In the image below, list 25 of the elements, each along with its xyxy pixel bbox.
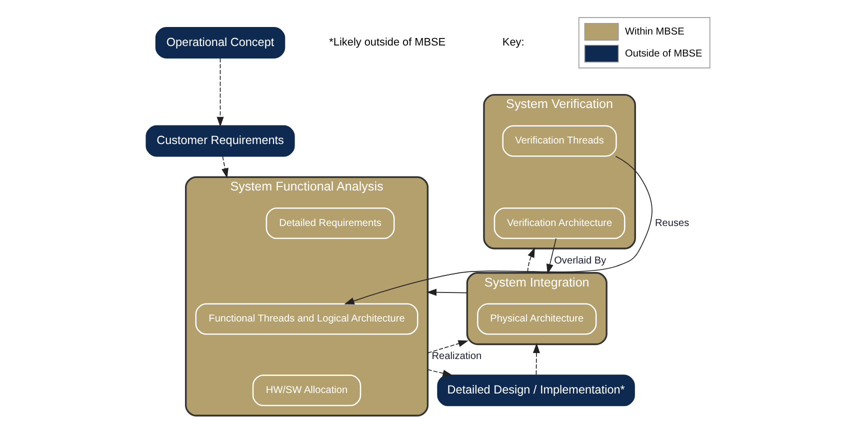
arrow: [532, 342, 540, 376]
edge-label: Overlaid By: [554, 255, 606, 266]
arrow: [426, 369, 452, 377]
node-box: Operational Concept: [154, 27, 285, 58]
arrow: [216, 58, 224, 127]
node-box: Physical Architecture: [476, 303, 596, 335]
arrow: [526, 247, 534, 274]
node-box: Detailed Design / Implementation*: [436, 374, 634, 406]
node-box: HW/SW Allocation: [252, 374, 361, 406]
node-box: Verification Threads: [502, 125, 616, 157]
node-box: Detailed Requirements: [265, 208, 394, 240]
arrow: [221, 156, 228, 178]
label: Key:: [502, 36, 524, 49]
legend-label: Outside of MBSE: [624, 48, 702, 60]
node-box: Customer Requirements: [145, 125, 294, 157]
legend-label: Within MBSE: [624, 26, 684, 38]
node-box: Verification Architecture: [493, 208, 625, 240]
edge-label: Reuses: [654, 218, 689, 229]
arrow: [426, 288, 468, 296]
node-box: Functional Threads and Logical Architecture: [194, 303, 418, 335]
arrow: [426, 340, 468, 354]
arrow: [344, 156, 652, 304]
arrow: [546, 238, 556, 274]
label: *Likely outside of MBSE: [328, 36, 446, 49]
edge-label: Realization: [431, 351, 482, 362]
